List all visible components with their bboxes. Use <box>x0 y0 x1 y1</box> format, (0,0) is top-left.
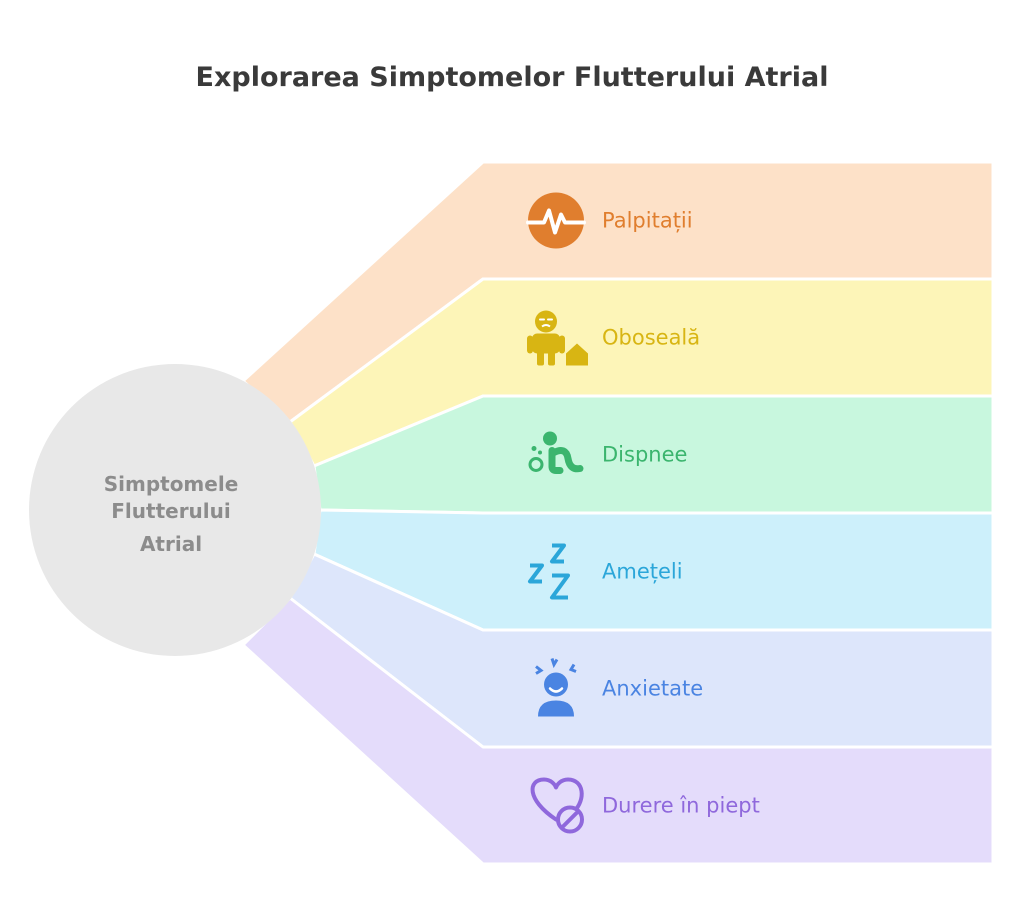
heartbeat-pulse-icon <box>526 192 586 249</box>
zzz-dizziness-icon <box>528 543 570 600</box>
hub-label-line-1: Simptomele <box>104 472 239 496</box>
tired-person-icon <box>527 310 588 366</box>
stressed-person-icon <box>535 658 577 717</box>
shortness-of-breath-icon <box>528 431 584 474</box>
symptom-band <box>241 596 995 866</box>
symptom-label: Anxietate <box>602 677 703 701</box>
hub-circle-group: Simptomele Flutterului Atrial <box>29 364 321 656</box>
hub-label-line-3: Atrial <box>140 532 202 556</box>
symptom-bands: PalpitațiiObosealăDispneeAmețeliAnxietat… <box>241 160 995 866</box>
diagram-title: Explorarea Simptomelor Flutterului Atria… <box>196 62 829 93</box>
hub-label-line-2: Flutterului <box>111 499 231 523</box>
symptom-label: Dispnee <box>602 443 687 467</box>
symptom-label: Palpitații <box>602 209 693 233</box>
symptom-label: Oboseală <box>602 326 700 350</box>
hub-circle <box>29 364 321 656</box>
symptom-label: Amețeli <box>602 560 683 584</box>
symptom-label: Durere în piept <box>602 794 760 818</box>
heart-blocked-icon <box>530 777 584 834</box>
